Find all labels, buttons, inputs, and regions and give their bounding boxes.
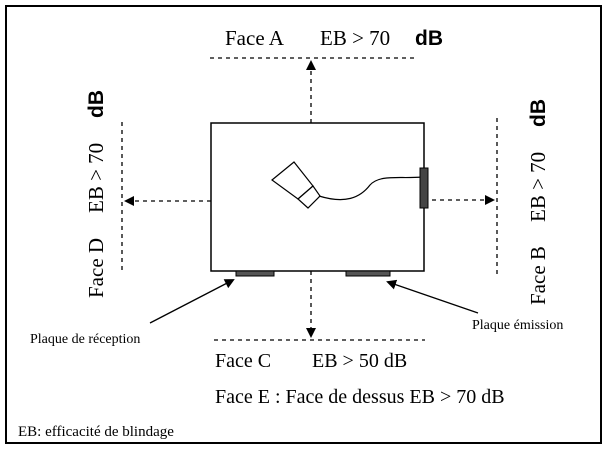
legend-text: EB: efficacité de blindage: [18, 424, 174, 440]
pointer-reception: [149, 279, 235, 324]
face-b-unit: dB: [527, 99, 550, 127]
pointer-emission: [386, 279, 479, 314]
face-d-label: Face D: [84, 238, 108, 298]
connector-emission: [419, 167, 429, 209]
face-b-eb: EB > 70: [526, 152, 550, 222]
face-e-text: Face E : Face de dessus EB > 70 dB: [215, 386, 505, 408]
cable: [318, 176, 423, 201]
plate-emission-shape: [345, 270, 391, 277]
face-a-unit: dB: [415, 27, 443, 50]
plate-reception-shape: [235, 270, 275, 277]
face-c-eb: EB > 50 dB: [312, 350, 407, 372]
face-a-label: Face A: [225, 26, 285, 50]
face-c-label: Face C: [215, 350, 271, 372]
face-d-eb: EB > 70: [84, 143, 108, 213]
face-a-eb: EB > 70: [320, 26, 390, 50]
face-b-label: Face B: [526, 246, 550, 305]
plate-emission-label: Plaque émission: [472, 318, 563, 333]
face-d-unit: dB: [85, 90, 108, 118]
plate-reception-label: Plaque de réception: [30, 332, 140, 347]
